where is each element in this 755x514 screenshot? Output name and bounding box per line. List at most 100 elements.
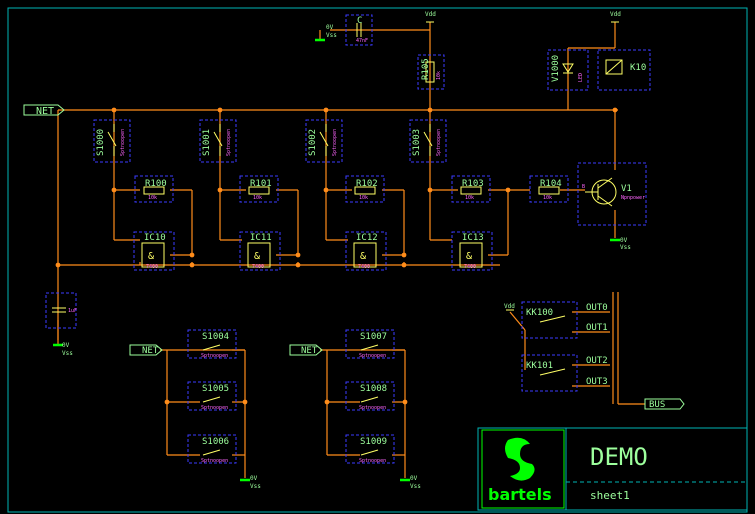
svg-text:Sptnoopen: Sptnoopen	[436, 129, 442, 156]
connector-kk101: KK101	[521, 354, 578, 392]
switch-s1003: S1003 Sptnoopen	[409, 119, 447, 163]
ground-symbol-mid-group: 0V Vss	[400, 475, 421, 490]
transistor-v1: B V1 Npnpower	[577, 162, 647, 226]
svg-text:0V: 0V	[410, 475, 418, 482]
switch-s1007: S1007 Sptnoopen	[345, 329, 395, 359]
svg-text:10k: 10k	[359, 195, 368, 201]
switch-s1005: S1005 Sptnoopen	[187, 381, 237, 411]
svg-text:Sptnoopen: Sptnoopen	[359, 353, 386, 359]
capacitor-left: 1uF	[45, 292, 77, 329]
vdd-symbol-top: Vdd	[425, 11, 436, 23]
svg-text:S1000: S1000	[96, 129, 106, 156]
connector-kk100: KK100	[521, 301, 578, 339]
title-block: bartels DEMO sheet1	[477, 427, 748, 511]
switch-s1001: S1001 Sptnoopen	[199, 119, 237, 163]
svg-text:0V: 0V	[62, 342, 70, 349]
svg-text:R100: R100	[145, 179, 167, 189]
svg-text:&: &	[254, 251, 260, 262]
svg-text:K10: K10	[630, 63, 646, 73]
svg-text:S1005: S1005	[202, 384, 229, 394]
switch-s1006: S1006 Sptnoopen	[187, 434, 237, 464]
resistor-r100: R100 10k	[134, 175, 174, 203]
svg-text:KK101: KK101	[526, 361, 553, 371]
svg-text:&: &	[148, 251, 154, 262]
svg-text:Vss: Vss	[620, 244, 631, 251]
svg-text:10k: 10k	[253, 195, 262, 201]
svg-text:LED: LED	[578, 73, 584, 82]
vdd-symbol-right: Vdd	[610, 11, 621, 23]
resistor-r102: R102 10k	[345, 175, 385, 203]
svg-text:B: B	[582, 184, 585, 190]
capacitor-c: C 47nF	[345, 14, 373, 46]
svg-text:OUT2: OUT2	[586, 356, 608, 366]
svg-text:S1006: S1006	[202, 437, 229, 447]
svg-text:10k: 10k	[543, 195, 552, 201]
svg-text:Vdd: Vdd	[425, 11, 436, 18]
svg-text:Sptnoopen: Sptnoopen	[201, 458, 228, 464]
svg-text:0V: 0V	[620, 237, 628, 244]
svg-text:IC10: IC10	[144, 233, 166, 243]
svg-text:Vdd: Vdd	[610, 11, 621, 18]
net-label-top: NET	[23, 104, 65, 117]
svg-text:7400: 7400	[464, 264, 476, 270]
svg-text:S1009: S1009	[360, 437, 387, 447]
svg-text:Sptnoopen: Sptnoopen	[226, 129, 232, 156]
svg-text:IC13: IC13	[462, 233, 484, 243]
resistor-r105: R105 10k	[417, 54, 445, 90]
svg-text:Vss: Vss	[250, 483, 261, 490]
ground-symbol-cap-left: 0V Vss	[53, 320, 73, 357]
switch-s1008: S1008 Sptnoopen	[345, 381, 395, 411]
resistor-r101: R101 10k	[239, 175, 279, 203]
switch-s1009: S1009 Sptnoopen	[345, 434, 395, 464]
svg-text:NET: NET	[142, 346, 159, 356]
svg-text:&: &	[466, 251, 472, 262]
svg-text:Sptnoopen: Sptnoopen	[359, 458, 386, 464]
svg-text:S1008: S1008	[360, 384, 387, 394]
svg-text:&: &	[360, 251, 366, 262]
svg-text:Vdd: Vdd	[504, 303, 515, 310]
svg-text:IC11: IC11	[250, 233, 272, 243]
svg-text:R101: R101	[250, 179, 272, 189]
ground-symbol-left-group: 0V Vss	[240, 475, 261, 490]
svg-text:V1: V1	[621, 184, 632, 194]
bartels-logo: bartels	[488, 437, 552, 504]
svg-text:C: C	[357, 16, 362, 26]
svg-text:Vss: Vss	[410, 483, 421, 490]
switch-s1000: S1000 Sptnoopen	[93, 119, 131, 163]
svg-text:10k: 10k	[436, 71, 442, 80]
drawing-title: DEMO	[590, 443, 648, 471]
relay-k10: K10	[597, 49, 651, 91]
svg-text:Vss: Vss	[62, 350, 73, 357]
svg-text:Sptnoopen: Sptnoopen	[359, 405, 386, 411]
svg-text:OUT3: OUT3	[586, 377, 608, 387]
svg-text:NET: NET	[301, 346, 318, 356]
svg-text:R103: R103	[462, 179, 484, 189]
svg-text:V1000: V1000	[551, 55, 561, 82]
resistor-r104: R104 10k	[529, 175, 569, 203]
net-label-mid: NET	[289, 344, 323, 356]
gate-ic11: IC11 & 7400	[239, 231, 281, 271]
svg-text:OUT1: OUT1	[586, 323, 608, 333]
svg-text:BUS: BUS	[649, 400, 665, 410]
svg-text:KK100: KK100	[526, 308, 553, 318]
svg-text:10k: 10k	[465, 195, 474, 201]
svg-text:R104: R104	[540, 179, 562, 189]
sheet-name: sheet1	[590, 489, 630, 502]
svg-text:0V: 0V	[250, 475, 258, 482]
svg-text:R102: R102	[356, 179, 378, 189]
svg-text:bartels: bartels	[488, 485, 552, 504]
svg-text:7400: 7400	[358, 264, 370, 270]
svg-text:S1004: S1004	[202, 332, 229, 342]
svg-text:S1007: S1007	[360, 332, 387, 342]
junctions	[55, 107, 618, 405]
resistor-r103: R103 10k	[451, 175, 491, 203]
gate-ic10: IC10 & 7400	[133, 231, 175, 271]
switch-s1004: S1004 Sptnoopen	[187, 329, 237, 359]
svg-text:Sptnoopen: Sptnoopen	[120, 129, 126, 156]
svg-text:Sptnoopen: Sptnoopen	[201, 353, 228, 359]
svg-text:Npnpower: Npnpower	[621, 195, 645, 201]
gate-ic13: IC13 & 7400	[451, 231, 493, 271]
svg-text:47nF: 47nF	[356, 38, 368, 44]
svg-text:OUT0: OUT0	[586, 303, 608, 313]
